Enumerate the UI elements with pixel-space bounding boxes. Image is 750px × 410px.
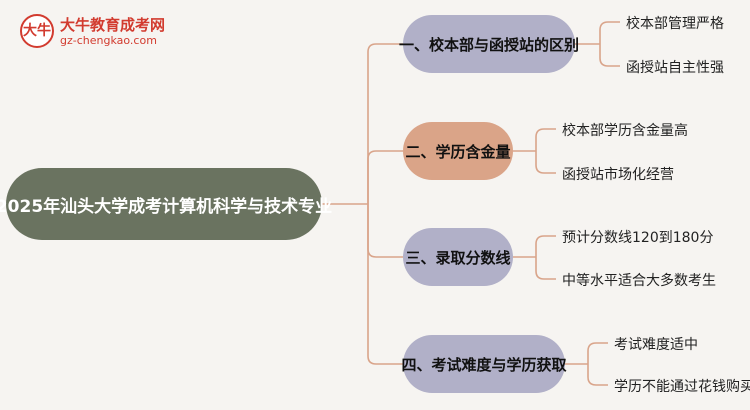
trunk-to-branch-3 xyxy=(367,204,403,258)
site-logo[interactable]: 大牛 大牛教育成考网 gz-chengkao.com xyxy=(14,12,184,54)
branch-node-1: 一、校本部与函授站的区别 xyxy=(399,15,579,73)
branch-node-3: 三、录取分数线 xyxy=(403,228,513,286)
trunk-to-branch-1 xyxy=(367,43,403,204)
leaf-3-2: 中等水平适合大多数考生 xyxy=(562,273,716,289)
branch-2-leaf-2-line xyxy=(535,151,556,174)
branch-3-leaf-1-line xyxy=(535,235,556,257)
root-node: 2025年汕头大学成考计算机科学与技术专业 xyxy=(0,168,332,240)
branch-4-leaf-2-line xyxy=(587,364,608,386)
branch-2-leaf-1-line xyxy=(535,128,556,151)
branch-node-2: 二、学历含金量 xyxy=(403,122,513,180)
branch-1-leaf-2-line xyxy=(599,44,620,67)
leaf-4-1: 考试难度适中 xyxy=(614,337,698,353)
branch-1-leaf-1-line xyxy=(599,21,620,44)
leaf-3-1: 预计分数线120到180分 xyxy=(562,230,714,246)
trunk-to-branch-2 xyxy=(367,150,403,204)
branch-4-leaf-1-line xyxy=(587,342,608,364)
logo-badge-icon: 大牛 xyxy=(20,14,54,48)
leaf-2-2: 函授站市场化经营 xyxy=(562,167,674,183)
logo-site-name: 大牛教育成考网 xyxy=(60,16,166,34)
trunk-to-branch-4 xyxy=(367,204,403,365)
leaf-1-2: 函授站自主性强 xyxy=(626,60,724,76)
logo-site-url: gz-chengkao.com xyxy=(60,34,157,47)
leaf-4-2: 学历不能通过花钱购买 xyxy=(614,379,750,395)
branch-node-4: 四、考试难度与学历获取 xyxy=(402,335,567,393)
leaf-2-1: 校本部学历含金量高 xyxy=(562,123,688,139)
branch-3-leaf-2-line xyxy=(535,257,556,280)
leaf-1-1: 校本部管理严格 xyxy=(626,16,724,32)
